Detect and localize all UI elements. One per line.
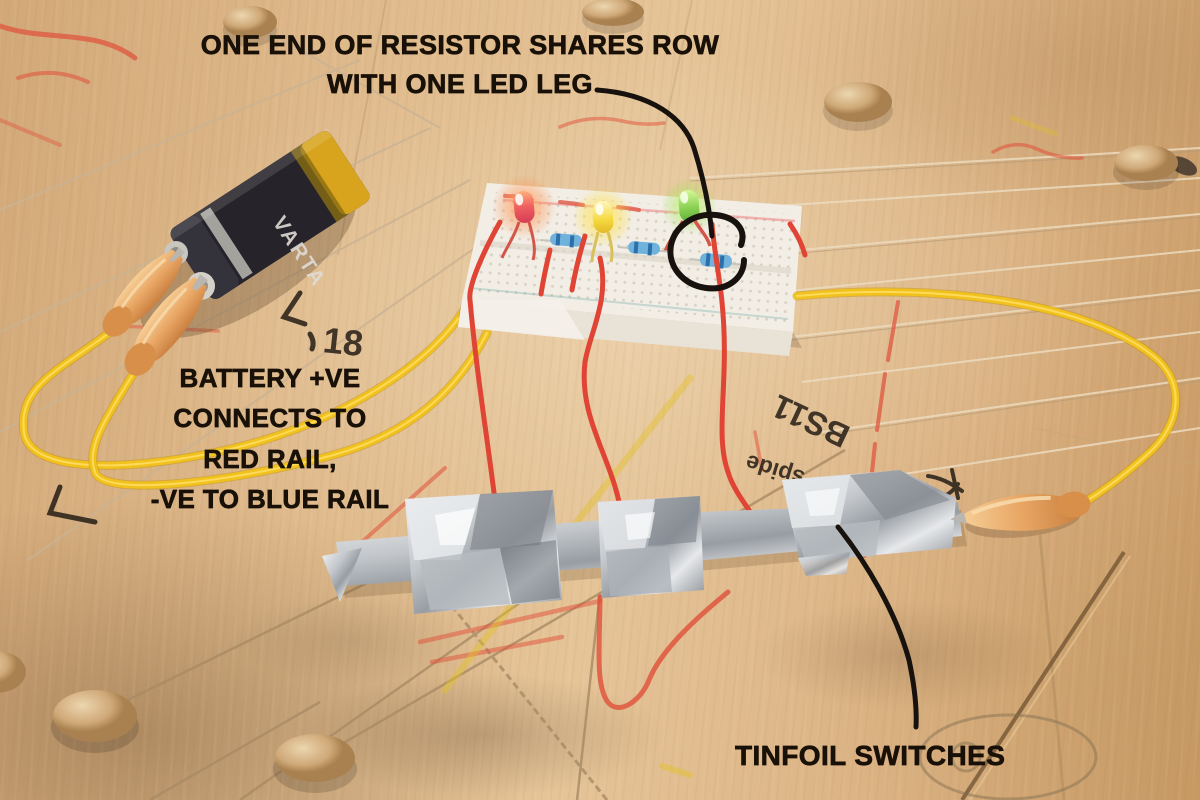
battery-yellow-band [300, 131, 370, 215]
foil-scrap [798, 552, 850, 576]
yellow-wire-right [792, 287, 1181, 505]
led-leg [500, 221, 521, 259]
resistor [617, 241, 673, 256]
board-strings-right-shadow [689, 150, 1200, 436]
peg [1113, 145, 1179, 190]
led-leg [693, 220, 712, 247]
pencil-circle-mark [918, 713, 1098, 800]
battery-annotation-line3: RED RAIL, [203, 443, 337, 474]
battery-annotation: BATTERY +VE CONNECTS TO RED RAIL, -VE TO… [80, 358, 460, 519]
red-wire-right [709, 221, 760, 525]
red-wire-short [538, 247, 553, 297]
tinfoil-annotation: TINFOIL SWITCHES [735, 736, 1135, 777]
wooden-pegs [0, 0, 1179, 793]
handwritten-word-1: BS11 [766, 388, 855, 456]
pen-mark [280, 290, 308, 327]
battery-annotation-line4: -VE TO BLUE RAIL [150, 483, 390, 515]
annotation-arrow-resistor [594, 87, 715, 239]
red-wire-middle [581, 255, 625, 523]
peg [273, 734, 357, 793]
peg [51, 690, 139, 753]
battery-silver-band [200, 207, 253, 280]
resistor-annotation-line2: WITH ONE LED LEG [327, 69, 593, 100]
tinfoil-switch-patch [782, 470, 956, 562]
red-wire-left [467, 219, 503, 548]
battery-annotation-line2: CONNECTS TO [173, 403, 367, 434]
pen-dot [307, 331, 316, 352]
tinfoil-annotation-label: TINFOIL SWITCHES [735, 740, 1006, 772]
annotation-arrow-tinfoil [835, 524, 919, 730]
breadboard-center-groove [479, 240, 792, 274]
red-jumper-wires [467, 219, 808, 548]
board-strings-right [683, 147, 1200, 483]
peg [223, 6, 277, 47]
battery-annotation-line1: BATTERY +VE [179, 363, 361, 394]
led-red [492, 175, 556, 261]
foil-scrap [322, 548, 362, 602]
led-leg [590, 231, 600, 263]
crocodile-clip-battery-1 [102, 247, 185, 337]
pen-mark [46, 484, 98, 525]
peg [823, 82, 893, 131]
tinfoil-switch-patch [598, 496, 704, 598]
battery-terminal-face [170, 216, 239, 299]
resistor-annotation: ONE END OF RESISTOR SHARES ROW WITH ONE … [170, 26, 750, 104]
clip-jaw [950, 511, 967, 524]
yellow-jumper-wire [793, 288, 1180, 504]
annotation-ink [594, 87, 919, 730]
led-yellow [573, 187, 633, 263]
led-leg [606, 231, 614, 263]
handwritten-number: 18 [321, 319, 365, 364]
breadboard-blue-rail [469, 287, 789, 320]
crocodile-clip-switch [950, 491, 1091, 538]
red-wire-short [787, 221, 808, 258]
led-leg [527, 221, 536, 261]
annotation-circle [667, 211, 747, 292]
tinfoil-switch-patch [405, 490, 562, 614]
yellow-wires-left [18, 300, 492, 490]
red-wire-short [569, 233, 588, 293]
peg [582, 0, 644, 34]
tinfoil-strip [322, 470, 967, 614]
peg [0, 651, 26, 693]
resistor-annotation-line1: ONE END OF RESISTOR SHARES ROW [200, 30, 720, 61]
crocodile-clip-battery-2 [124, 274, 209, 376]
